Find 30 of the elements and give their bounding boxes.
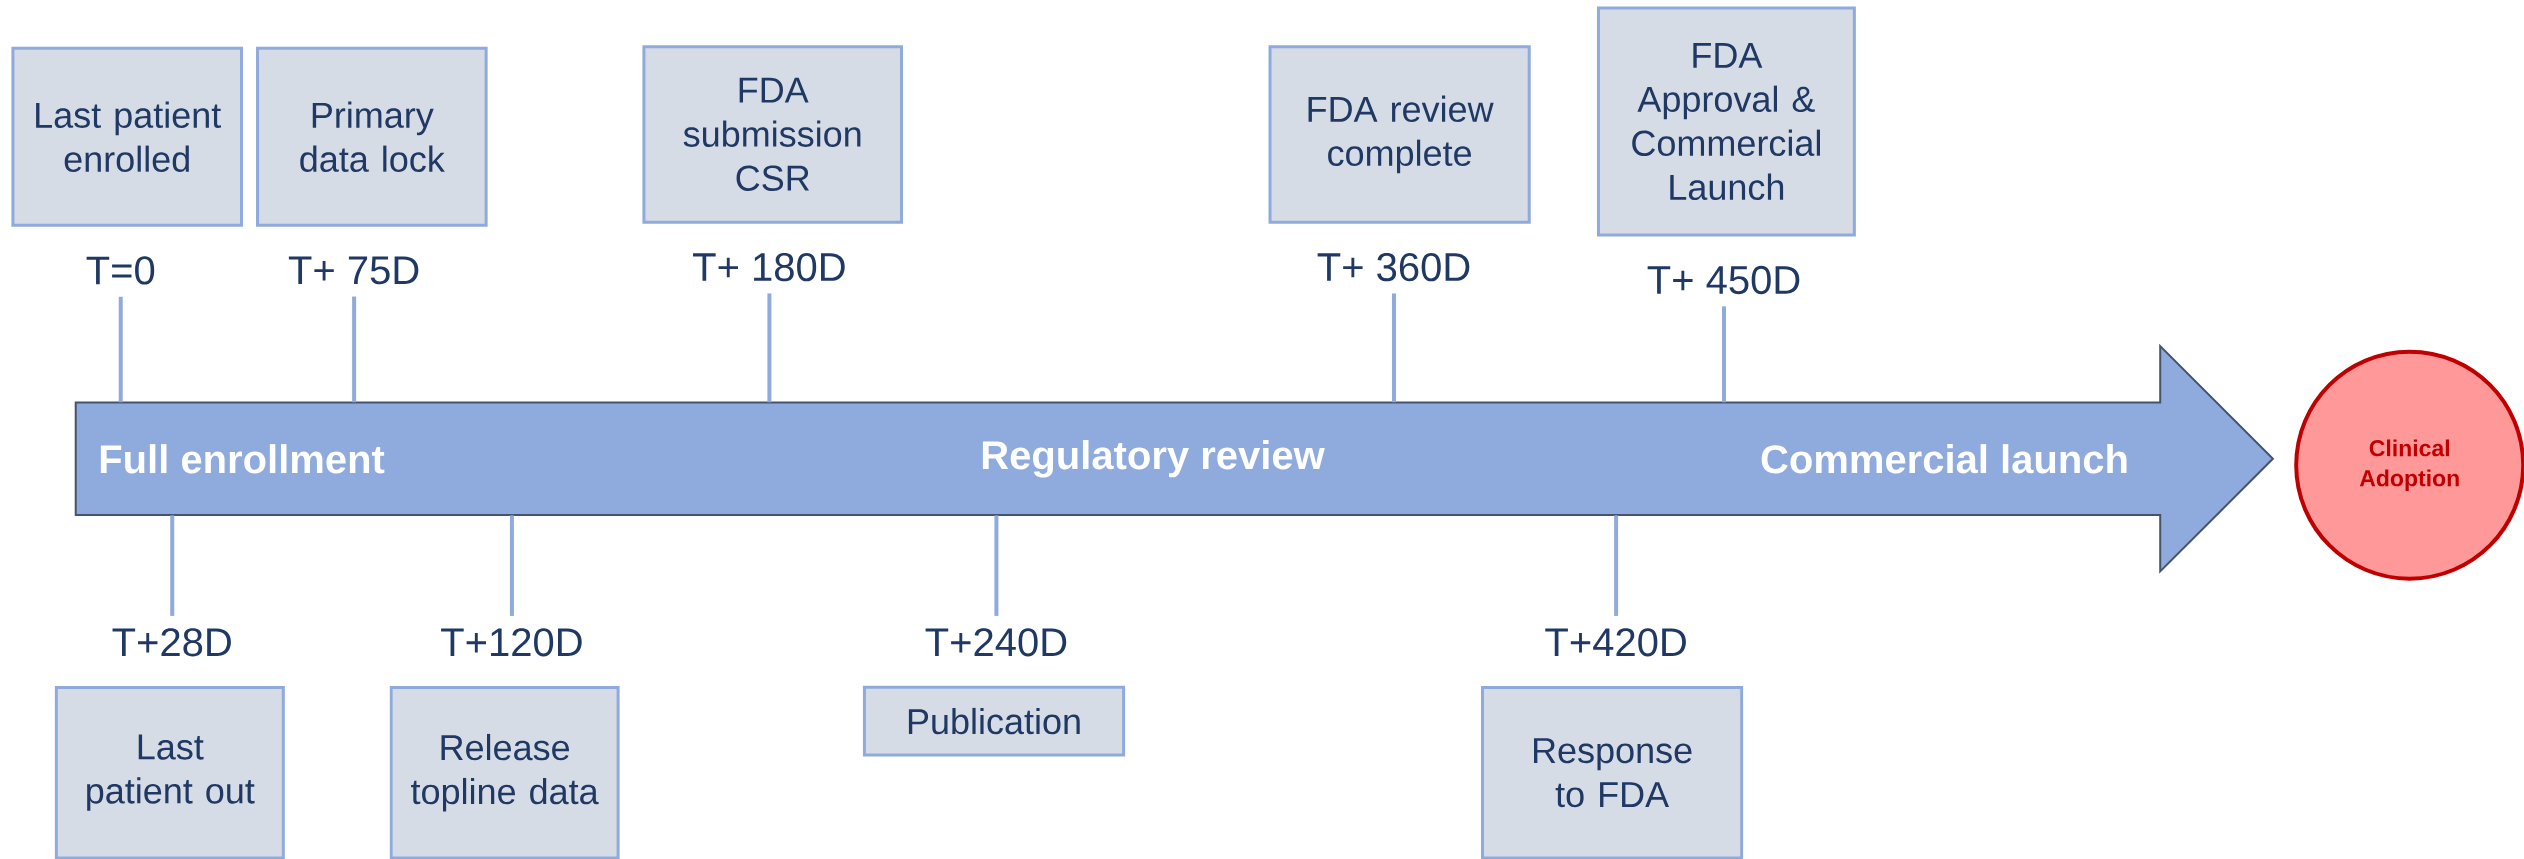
milestone-box: FDA review complete bbox=[1268, 45, 1531, 224]
tick-line bbox=[352, 296, 357, 403]
phase-label: Regulatory review bbox=[982, 440, 1325, 478]
tick-line bbox=[1722, 306, 1726, 403]
date-label: T+ 450D bbox=[1647, 265, 1800, 295]
milestone-box: Last patient enrolled bbox=[11, 46, 243, 227]
date-label: T+120D bbox=[441, 628, 582, 657]
phase-label: Full enrollment bbox=[100, 444, 385, 474]
milestone-box: FDA submission CSR bbox=[642, 45, 903, 224]
date-label: T+ 75D bbox=[288, 256, 419, 285]
date-label: T+28D bbox=[112, 628, 231, 657]
milestone-box: Last patient out bbox=[54, 685, 285, 859]
date-label: T+ 180D bbox=[693, 252, 845, 282]
tick-line bbox=[994, 515, 999, 616]
milestone-box: Publication bbox=[862, 685, 1126, 757]
milestone-box: FDA Approval & Commercial Launch bbox=[1596, 6, 1856, 237]
tick-line bbox=[767, 293, 772, 403]
tick-line bbox=[509, 515, 514, 616]
tick-line bbox=[170, 515, 175, 616]
date-label: T=0 bbox=[86, 256, 155, 285]
tick-line bbox=[1614, 515, 1619, 616]
milestone-box: Response to FDA bbox=[1481, 685, 1744, 859]
phase-label: Commercial launch bbox=[1761, 444, 2127, 474]
milestone-box: Release topline data bbox=[389, 685, 620, 859]
date-label: T+ 360D bbox=[1317, 252, 1470, 282]
milestone-box: Primary data lock bbox=[256, 46, 488, 227]
tick-line bbox=[1392, 293, 1396, 403]
date-label: T+240D bbox=[925, 628, 1067, 657]
tick-line bbox=[118, 296, 123, 403]
date-label: T+420D bbox=[1545, 628, 1686, 657]
